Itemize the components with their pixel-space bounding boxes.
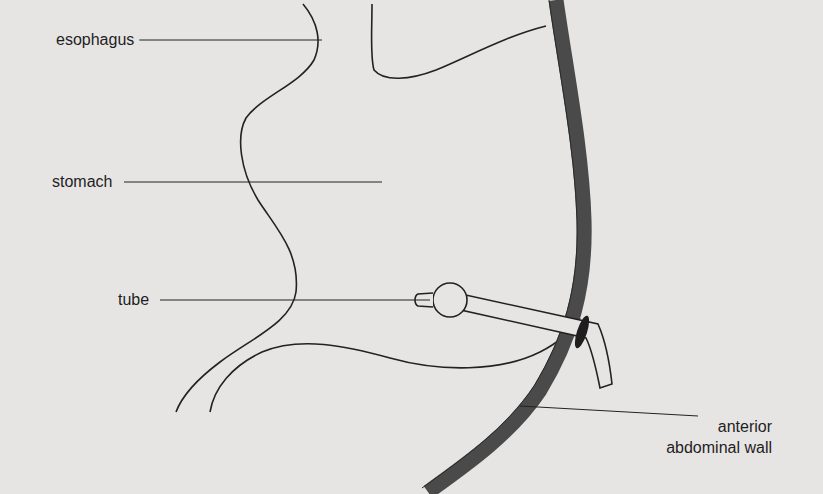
gastrostomy-tube <box>452 292 612 388</box>
leader-line <box>124 182 382 183</box>
leader-line <box>160 300 430 301</box>
part-label: esophagus <box>56 29 176 50</box>
leader-line <box>520 406 698 416</box>
stomach-outline <box>372 4 547 78</box>
part-label: stomach <box>52 171 172 192</box>
stomach-outline <box>176 4 318 412</box>
leader-line <box>139 40 322 41</box>
part-label: anterior abdominal wall <box>656 416 772 458</box>
stomach-outline <box>210 318 580 412</box>
abdominal-wall-edge <box>422 0 577 488</box>
part-label: tube <box>118 289 178 310</box>
retention-balloon <box>433 283 467 317</box>
external-bolster <box>572 314 592 349</box>
